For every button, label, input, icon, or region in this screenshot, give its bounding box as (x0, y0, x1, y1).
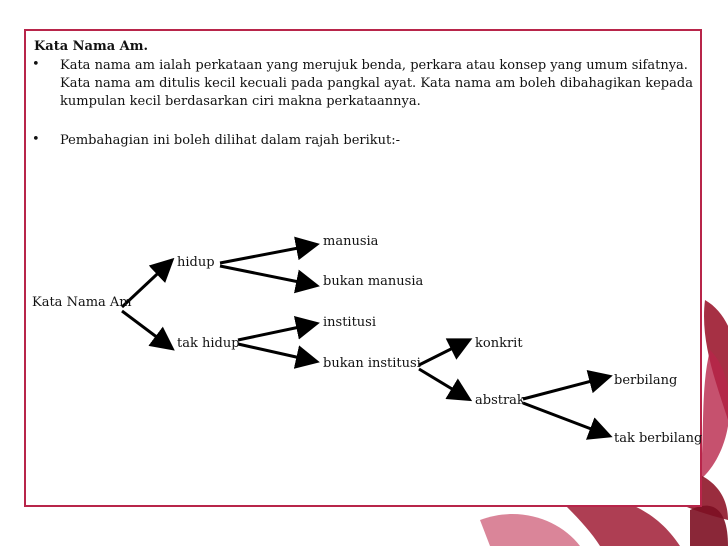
content-frame: Kata Nama Am. • Kata nama am ialah perka… (24, 29, 702, 507)
node-bukan-manusia: bukan manusia (323, 274, 423, 290)
node-manusia: manusia (323, 234, 378, 250)
arrow-hidup-bukan-manusia (220, 266, 314, 285)
node-tak-hidup: tak hidup (177, 336, 240, 352)
arrow-root-tak-hidup (122, 311, 170, 347)
node-abstrak: abstrak (475, 393, 525, 409)
classification-arrows (26, 31, 700, 505)
node-berbilang: berbilang (614, 373, 677, 389)
arrow-hidup-manusia (220, 245, 314, 263)
node-konkrit: konkrit (475, 336, 523, 352)
arrow-tak-hidup-bukan-institusi (238, 344, 314, 361)
node-tak-berbilang: tak berbilang (614, 431, 702, 447)
node-institusi: institusi (323, 315, 376, 331)
arrow-tak-hidup-institusi (238, 324, 314, 340)
node-hidup: hidup (177, 255, 215, 271)
arrow-abstrak-tak-berbilang (523, 403, 607, 435)
node-bukan-institusi: bukan institusi (323, 356, 421, 372)
arrow-bukan-institusi-konkrit (419, 341, 467, 365)
arrow-bukan-institusi-abstrak (419, 369, 467, 398)
arrow-abstrak-berbilang (523, 377, 607, 399)
node-kata-nama-am: Kata Nama Am (32, 295, 132, 311)
